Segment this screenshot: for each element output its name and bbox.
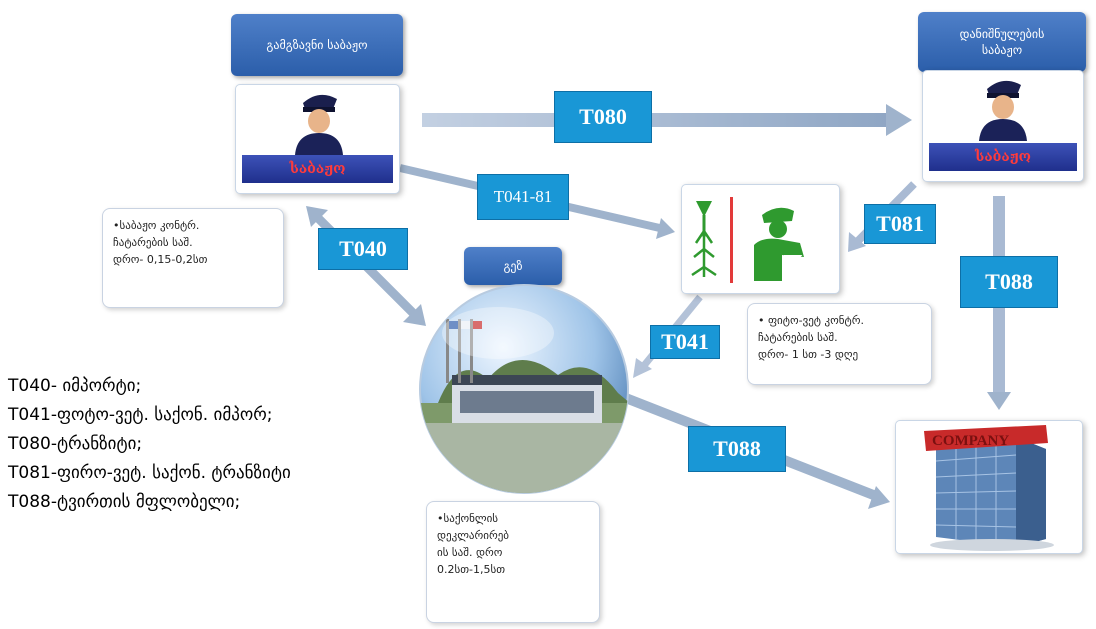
note-line: ჩატარების საშ. [758,331,838,345]
phyto-control-note: • ფიტო-ვეტ კონტრ. ჩატარების საშ. დრო- 1 … [747,303,932,385]
destination-customs-label-line2: საბაჟო [981,43,1023,57]
note-line: დეკლარირებ [437,529,509,543]
sending-customs-label: გამგზავნი საბაჟო [266,37,368,52]
sending-customs-card: საბაჟო [235,84,400,194]
customs-badge: საბაჟო [929,143,1077,171]
note-line: 0.2სთ-1,5სთ [437,563,506,577]
warehouse-globe-icon [419,284,629,494]
note-line: დრო- 0,15-0,2სთ [113,253,208,267]
sending-customs-header: გამგზავნი საბაჟო [231,14,403,76]
warehouse-header: გეზ [464,247,562,285]
company-card: COMPANY [895,420,1083,554]
note-line: ის საშ. დრო [437,546,503,560]
destination-customs-card: საბაჟო [922,70,1084,182]
customs-control-note: •საბაჟო კონტრ. ჩატარების საშ. დრო- 0,15-… [102,208,284,308]
code-tag-t041: T041 [650,325,720,359]
code-tag-t080: T080 [554,91,652,143]
code-tag-t088-bottom: T088 [688,426,786,472]
note-line: •საბაჟო კონტრ. [113,219,200,232]
note-line: დრო- 1 სთ -3 დღე [758,348,859,362]
code-tag-t041-81: T041-81 [477,174,569,220]
phyto-vet-control-card [681,184,840,294]
arrow-t080 [422,104,912,136]
note-line: ჩატარების საშ. [113,236,193,250]
phyto-vet-icon [691,197,804,283]
company-sign: COMPANY [932,433,1009,449]
code-legend: T040- იმპორტი; T041-ფოტო-ვეტ. საქონ. იმპ… [8,372,291,517]
warehouse-label: გეზ [503,258,523,273]
note-line: • ფიტო-ვეტ კონტრ. [758,314,864,327]
destination-customs-label-line1: დანიშნულების [959,26,1045,41]
legend-item-t088: T088-ტვირთის მფლობელი; [8,492,241,512]
declaration-note: •საქონლის დეკლარირებ ის საშ. დრო 0.2სთ-1… [426,501,600,623]
legend-item-t080: T080-ტრანზიტი; [8,434,143,454]
customs-badge: საბაჟო [242,155,393,183]
company-building-icon: COMPANY [924,425,1054,551]
officer-icon [295,94,343,155]
code-tag-t088-right: T088 [960,256,1058,308]
officer-icon [979,80,1027,141]
legend-item-t081: T081-ფირო-ვეტ. საქონ. ტრანზიტი [8,463,291,483]
note-line: •საქონლის [437,512,499,525]
destination-customs-header: დანიშნულების საბაჟო [918,12,1086,72]
code-tag-t040: T040 [318,228,408,270]
code-tag-t081: T081 [864,204,936,244]
legend-item-t040: T040- იმპორტი; [8,376,142,396]
legend-item-t041: T041-ფოტო-ვეტ. საქონ. იმპორ; [8,405,273,425]
